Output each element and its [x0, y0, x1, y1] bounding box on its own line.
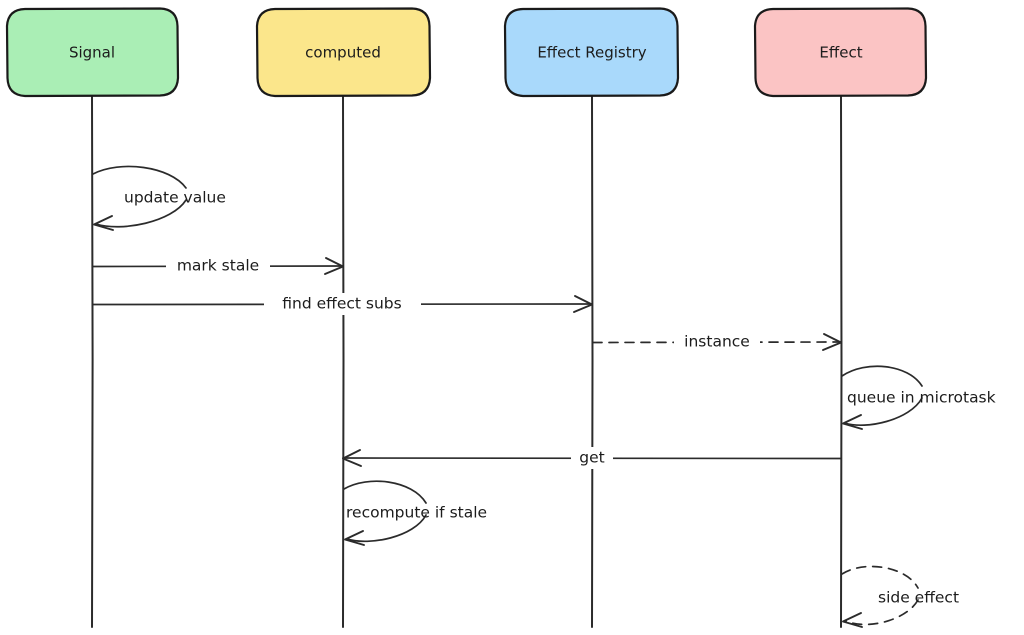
message-update-value-upper-arc	[92, 165, 187, 189]
participant-registry[interactable]: Effect Registry	[503, 7, 680, 98]
message-update-value-label: update value	[124, 189, 226, 207]
participant-signal-box	[5, 7, 180, 98]
message-recompute-if-stale-lower-arc	[346, 514, 427, 543]
participant-effect-box	[753, 7, 928, 98]
participant-effect-label: Effect	[819, 44, 862, 62]
message-update-value[interactable]: update value	[92, 165, 226, 231]
message-instance-label: instance	[684, 333, 750, 351]
lifeline-computed	[342, 95, 345, 628]
participant-effect[interactable]: Effect	[753, 7, 928, 98]
participant-signal[interactable]: Signal	[5, 7, 180, 98]
message-side-effect-lower-arc	[845, 599, 919, 626]
message-find-effect-subs[interactable]: find effect subs	[92, 293, 593, 315]
lifeline-registry	[591, 95, 594, 628]
message-update-value-lower-arc	[95, 199, 187, 228]
participant-computed-box	[255, 7, 432, 98]
message-side-effect-label: side effect	[878, 589, 959, 607]
message-recompute-if-stale-label: recompute if stale	[346, 504, 487, 522]
participant-signal-label: Signal	[69, 44, 115, 62]
message-mark-stale-label: mark stale	[177, 257, 259, 275]
message-get[interactable]: get	[342, 447, 842, 469]
message-queue-in-microtask[interactable]: queue in microtask	[841, 365, 996, 430]
message-find-effect-subs-label: find effect subs	[282, 295, 401, 313]
message-find-effect-subs-label-bg	[264, 293, 421, 315]
message-get-label: get	[579, 449, 604, 467]
message-queue-in-microtask-arrowhead	[842, 414, 863, 430]
message-update-value-arrowhead	[93, 215, 114, 231]
participant-computed-label: computed	[305, 44, 381, 62]
message-mark-stale[interactable]: mark stale	[92, 255, 344, 277]
message-mark-stale-arrowhead	[324, 257, 344, 275]
message-queue-in-microtask-upper-arc	[841, 365, 923, 387]
lifelines-group	[91, 95, 843, 628]
message-instance-arrowhead	[822, 333, 842, 351]
message-get-label-bg	[571, 447, 613, 469]
message-recompute-if-stale-arrowhead	[344, 530, 365, 546]
participant-registry-box	[503, 7, 680, 98]
message-find-effect-subs-arrowhead	[573, 295, 593, 313]
participant-boxes-group: Signal computed Effect Registry Effect	[5, 7, 928, 98]
message-mark-stale-label-bg	[166, 255, 270, 277]
message-instance[interactable]: instance	[592, 331, 842, 353]
participant-registry-label: Effect Registry	[537, 44, 646, 62]
message-recompute-if-stale-upper-arc	[343, 480, 427, 504]
message-side-effect-upper-arc	[841, 565, 919, 589]
message-recompute-if-stale[interactable]: recompute if stale	[343, 480, 487, 546]
lifeline-effect	[840, 95, 843, 628]
message-side-effect-arrowhead	[842, 612, 863, 628]
lifeline-signal	[91, 95, 94, 628]
message-queue-in-microtask-label: queue in microtask	[847, 389, 996, 407]
message-get-arrowhead	[342, 449, 362, 467]
message-queue-in-microtask-lower-arc	[844, 397, 923, 427]
participant-computed[interactable]: computed	[255, 7, 432, 98]
message-instance-label-bg	[674, 331, 760, 353]
message-side-effect[interactable]: side effect	[841, 565, 959, 628]
message-instance-line	[592, 341, 842, 344]
